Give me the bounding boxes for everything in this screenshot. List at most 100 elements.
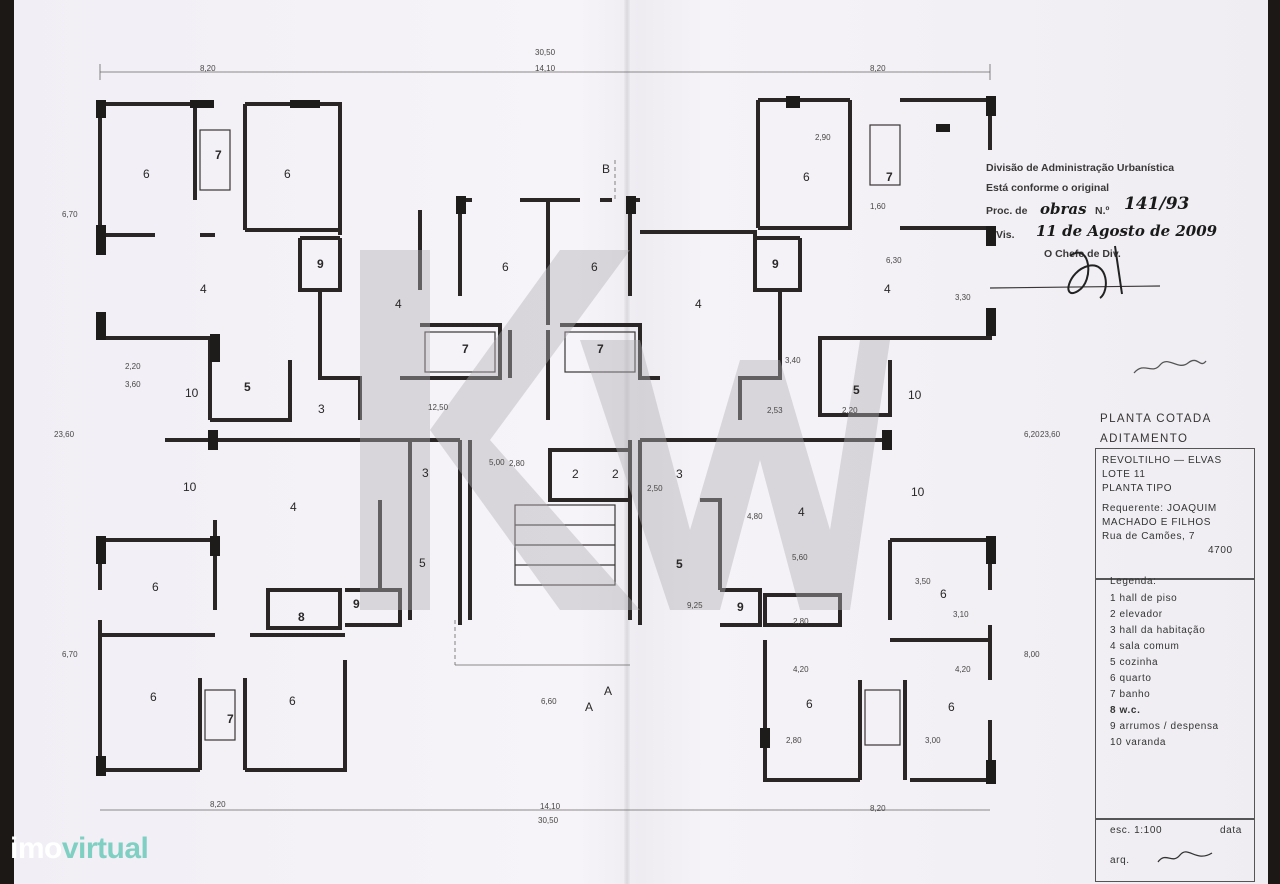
signature-scribble [1067,245,1123,299]
room-number: 7 [215,148,222,162]
margin-signature [1133,359,1207,374]
stamp-handwritten-date: 11 de Agosto de 2009 [1036,222,1218,240]
interior-dim: 6,60 [541,697,557,706]
architect-label: arq. [1110,855,1130,866]
plan-title: PLANTA COTADA [1100,413,1212,425]
room-number: 6 [591,260,598,274]
side-dim-7: 6,70 [62,650,78,659]
dim-top-right: 8,20 [870,64,886,73]
interior-dim: 3,50 [915,577,931,586]
legend-item: 3 hall da habitação [1110,625,1206,636]
room-number: 6 [502,260,509,274]
paper-fold [624,0,630,884]
room-number: 7 [462,342,469,356]
interior-dim: 2,50 [647,484,663,493]
plan-subtitle: ADITAMENTO [1100,433,1189,445]
interior-dim: 2,53 [767,406,783,415]
room-number: 6 [803,170,810,184]
room-number: 10 [185,386,199,400]
stamp-handwritten-number: 141/93 [1124,194,1190,214]
scale-label: esc. 1:100 [1110,825,1163,836]
interior-dim: 3,40 [785,356,801,365]
legend-item: 9 arrumos / despensa [1110,721,1219,732]
interior-dim: 4,80 [747,512,763,521]
legend-item: 6 quarto [1110,673,1152,684]
room-number: 7 [886,170,893,184]
room-number: 3 [318,402,325,416]
kw-watermark [360,250,890,610]
stamp-line-4: N.º [1095,205,1110,217]
dim-bottom-total: 30,50 [538,816,559,825]
interior-dim: 5,60 [792,553,808,562]
applicant-postcode: 4700 [1208,545,1233,556]
stamp-line-3: Proc. de [986,205,1028,217]
legend-item: 7 banho [1110,689,1151,700]
room-number: 2 [572,467,579,481]
room-number: 2 [612,467,619,481]
interior-dim: 6,30 [886,256,902,265]
room-number: 9 [317,257,324,271]
dim-top-middle: 14,10 [535,64,556,73]
section-marker-a: A [604,684,613,698]
stamp-line-2: Está conforme o original [986,182,1110,194]
side-dim-1: 6,70 [62,210,78,219]
stamp-line-5: Vis. [996,229,1015,241]
room-number: 6 [806,697,813,711]
room-number: 9 [772,257,779,271]
room-number: 4 [290,500,297,514]
project-lot: LOTE 11 [1102,469,1146,480]
room-number: 10 [183,480,197,494]
interior-dim: 4,20 [955,665,971,674]
side-dim-3: 6,20 [1024,430,1040,439]
room-number: 6 [284,167,291,181]
room-number: 4 [200,282,207,296]
room-number: 6 [948,700,955,714]
project-info-panel: REVOLTILHO — ELVAS LOTE 11 PLANTA TIPO R… [1095,448,1255,580]
legend-item: 2 elevador [1110,609,1163,620]
interior-dim: 2,80 [509,459,525,468]
brand-prefix: imo [10,832,62,865]
side-dim-2: 23,60 [54,430,75,439]
imovirtual-logo: imovirtual [10,832,149,866]
applicant: Requerente: JOAQUIM [1102,503,1217,514]
room-number: 8 [298,610,305,624]
room-number: 4 [695,297,702,311]
room-number: 5 [419,556,426,570]
interior-dim: 2,20 [125,362,141,371]
brand-suffix: virtual [61,832,149,865]
legend-item: 8 w.c. [1110,705,1141,716]
room-number: 5 [853,383,860,397]
applicant-address: Rua de Camões, 7 [1102,531,1195,542]
applicant-name: MACHADO E FILHOS [1102,517,1212,528]
legend-item: 10 varanda [1110,737,1167,748]
room-number: 3 [422,466,429,480]
room-number: 6 [940,587,947,601]
dim-bottom-right: 8,20 [870,804,886,813]
interior-dim: 2,20 [842,406,858,415]
interior-dim: 2,80 [793,617,809,626]
scale-panel: esc. 1:100 data arq. [1095,818,1255,882]
room-number: 5 [676,557,683,571]
interior-dim: 3,10 [953,610,969,619]
room-number: 10 [908,388,922,402]
interior-dim: 1,60 [870,202,886,211]
room-number: 6 [143,167,150,181]
room-number: 9 [737,600,744,614]
legend-item: 5 cozinha [1110,657,1159,668]
interior-dim: 3,00 [925,736,941,745]
section-marker-a-2: A [585,700,594,714]
date-label: data [1220,825,1242,836]
interior-dim: 2,90 [815,133,831,142]
side-dim-6: 3,30 [955,293,971,302]
legend-panel: Legenda: 1 hall de piso 2 elevador 3 hal… [1095,576,1255,820]
section-marker-b: B [602,162,611,176]
dim-bottom-middle: 14,10 [540,802,561,811]
interior-dim: 9,25 [687,601,703,610]
dim-top-total: 30,50 [535,48,556,57]
room-number: 10 [911,485,925,499]
interior-dim: 5,00 [489,458,505,467]
legend-heading: Legenda: [1110,576,1157,587]
architect-signature [1157,851,1213,863]
room-number: 9 [353,597,360,611]
